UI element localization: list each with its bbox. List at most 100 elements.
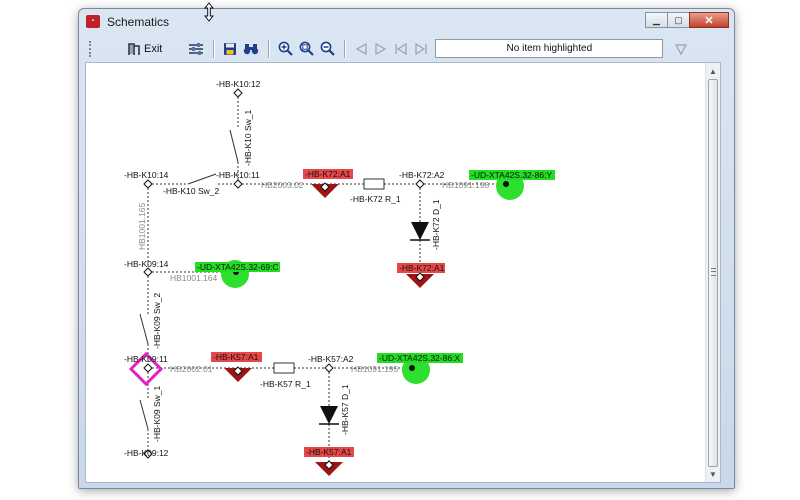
node-k72-a1[interactable] <box>320 182 330 192</box>
find-button[interactable] <box>240 39 262 59</box>
next-button[interactable] <box>371 39 391 59</box>
schematic-diagram[interactable]: -HB-K10:12 -HB-K10:11 -HB-K10:14 -HB-K10… <box>86 63 706 482</box>
triangle-left-icon <box>356 42 367 55</box>
label-k57-a2: -HB-K57:A2 <box>308 354 354 364</box>
label-k10-sw1: -HB-K10 Sw_1 <box>243 110 253 166</box>
switch-k09-sw2[interactable] <box>139 313 149 345</box>
diode-k57[interactable] <box>319 406 339 425</box>
sliders-icon <box>189 42 204 55</box>
node-k57-a1-bottom[interactable] <box>324 460 334 470</box>
node-k57-a2[interactable] <box>324 363 334 373</box>
label-k72-d1: -HB-K72 D_1 <box>431 199 441 250</box>
window-title: Schematics <box>107 15 170 29</box>
minimize-button[interactable]: ▁ <box>645 12 668 28</box>
node-k09-11[interactable] <box>143 363 153 373</box>
toolbar-separator <box>268 39 270 58</box>
zoom-out-button[interactable] <box>317 39 338 59</box>
schematics-window: ▪ Schematics ▁ ▢ ✕ Exit <box>78 8 735 489</box>
highlighted-node[interactable] <box>128 351 164 387</box>
label-hb1001-164: HB1001.164 <box>170 273 218 283</box>
label-k09-12: -HB-K09:12 <box>124 448 169 458</box>
settings-button[interactable] <box>185 39 207 59</box>
label-bg-green <box>469 170 555 180</box>
last-button[interactable] <box>411 39 431 59</box>
label-k72-a2: -HB-K72:A2 <box>399 170 445 180</box>
exit-label: Exit <box>144 42 163 55</box>
node-k72-a1-bottom[interactable] <box>415 272 425 282</box>
terminal-dot <box>503 181 509 187</box>
node-k09-14[interactable] <box>143 267 153 277</box>
node-k10-11[interactable] <box>233 179 243 189</box>
label-hb2002: HB2002.01 <box>170 364 213 374</box>
label-k72-r1: -HB-K72 R_1 <box>350 194 401 204</box>
schematic-canvas[interactable]: -HB-K10:12 -HB-K10:11 -HB-K10:14 -HB-K10… <box>85 62 721 483</box>
resistor-k72[interactable] <box>363 178 385 190</box>
label-k57-a1-bottom: -HB-K57:A1 <box>306 447 352 457</box>
floppy-disk-icon <box>224 42 237 55</box>
switch-k10-sw2[interactable] <box>187 173 217 185</box>
label-k09-sw2: -HB-K09 Sw_2 <box>152 293 162 349</box>
node-k72-a2[interactable] <box>415 179 425 189</box>
diode-k72[interactable] <box>410 222 430 241</box>
skip-first-icon <box>395 42 407 55</box>
resize-cursor-icon <box>204 2 214 22</box>
label-k72-a1-bottom: -HB-K72:A1 <box>399 263 445 273</box>
toolbar-separator <box>344 39 346 58</box>
app-icon: ▪ <box>86 15 100 28</box>
node-markers <box>143 88 425 470</box>
vertical-scrollbar[interactable]: ▲ ▼ <box>705 63 720 482</box>
maximize-button[interactable]: ▢ <box>667 12 690 28</box>
filter-dropdown-button[interactable] <box>671 39 691 59</box>
label-bg-red <box>303 169 353 179</box>
exit-icon <box>128 42 140 55</box>
close-icon: ✕ <box>704 14 714 27</box>
previous-button[interactable] <box>351 39 371 59</box>
label-bg-red <box>304 447 354 457</box>
zoom-fit-icon <box>299 41 315 56</box>
zoom-fit-button[interactable] <box>296 39 317 59</box>
binoculars-icon <box>244 43 259 54</box>
zoom-in-icon <box>278 41 294 56</box>
label-k10-12: -HB-K10:12 <box>216 79 261 89</box>
label-k09-sw1: -HB-K09 Sw_1 <box>152 386 162 442</box>
label-hb1091-195: HB1091.195 <box>351 364 399 374</box>
label-k10-14: -HB-K10:14 <box>124 170 169 180</box>
scroll-up-arrow[interactable]: ▲ <box>706 64 720 78</box>
zoom-out-icon <box>320 41 336 56</box>
toolbar: Exit <box>85 36 728 61</box>
node-k10-14[interactable] <box>143 179 153 189</box>
caret-down-icon: ▼ <box>709 469 717 479</box>
toolbar-grip[interactable] <box>89 40 94 57</box>
label-k10-sw2: -HB-K10 Sw_2 <box>163 186 219 196</box>
node-k57-a1[interactable] <box>233 366 243 376</box>
label-hb2003: HB2003.02 <box>261 180 304 190</box>
scroll-down-arrow[interactable]: ▼ <box>706 467 720 481</box>
first-button[interactable] <box>391 39 411 59</box>
resistor-k57[interactable] <box>273 362 295 374</box>
switch-k10-sw1[interactable] <box>229 129 239 163</box>
toolbar-separator <box>213 39 215 58</box>
label-ud-c: -UD-XTA42S.32-69:C <box>197 262 279 272</box>
caption-buttons: ▁ ▢ ✕ <box>645 12 729 30</box>
highlighted-item-field: No item highlighted <box>435 39 664 58</box>
scrollbar-thumb[interactable] <box>708 79 718 467</box>
label-k09-11: -HB-K09:11 <box>124 354 168 364</box>
node-k10-12[interactable] <box>233 88 243 98</box>
close-button[interactable]: ✕ <box>689 12 729 28</box>
caret-up-icon: ▲ <box>709 66 717 76</box>
save-button[interactable] <box>220 39 240 59</box>
title-bar[interactable]: ▪ Schematics ▁ ▢ ✕ <box>79 9 734 35</box>
label-ud-y: -UD-XTA42S.32-86:Y <box>471 170 552 180</box>
exit-button[interactable]: Exit <box>124 39 165 59</box>
label-k57-r1: -HB-K57 R_1 <box>260 379 311 389</box>
skip-last-icon <box>415 42 427 55</box>
switches <box>139 129 239 430</box>
node-k09-12[interactable] <box>143 449 153 459</box>
switch-k09-sw1[interactable] <box>139 399 149 430</box>
minimize-icon: ▁ <box>653 14 660 25</box>
maximize-icon: ▢ <box>674 14 683 25</box>
label-k09-14: -HB-K09:14 <box>124 259 169 269</box>
zoom-in-button[interactable] <box>275 39 296 59</box>
label-hb1001-165: HB1001.165 <box>137 202 147 250</box>
label-k57-d1: -HB-K57 D_1 <box>340 384 350 435</box>
